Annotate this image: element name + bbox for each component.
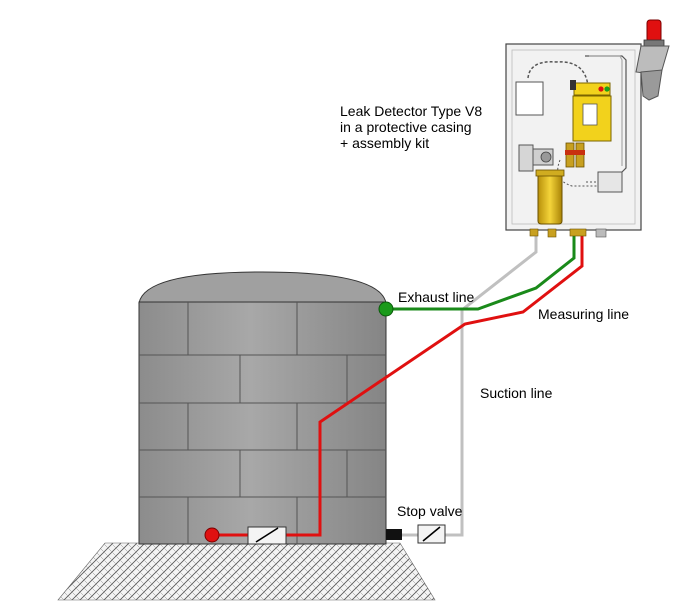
- suction-nozzle: [386, 529, 402, 540]
- leak-detector-label-line: Leak Detector Type V8: [340, 103, 483, 119]
- exhaust-line: [386, 228, 576, 311]
- measuring-line-end: [204, 527, 220, 543]
- gravel-ground-icon: [57, 542, 436, 601]
- leak-detector-label: Leak Detector Type V8 in a protective ca…: [340, 103, 482, 151]
- leak-detector-icon: [505, 43, 642, 238]
- suction-line-label: Suction line: [480, 385, 553, 401]
- exhaust-line-label: Exhaust line: [398, 289, 475, 305]
- warning-beacon-icon: [635, 19, 670, 101]
- exhaust-line-end: [378, 301, 394, 317]
- measuring-line: [286, 228, 584, 537]
- stop-valve-icon: [417, 524, 446, 544]
- measuring-line-label: Measuring line: [538, 306, 630, 322]
- stop-valve-label: Stop valve: [397, 503, 463, 519]
- storage-tank-icon: [138, 271, 387, 545]
- measuring-valve-icon: [247, 526, 287, 545]
- suction-line: [445, 228, 538, 537]
- leak-detector-label-line: in a protective casing: [340, 119, 472, 135]
- leak-detector-label-line: + assembly kit: [340, 135, 430, 151]
